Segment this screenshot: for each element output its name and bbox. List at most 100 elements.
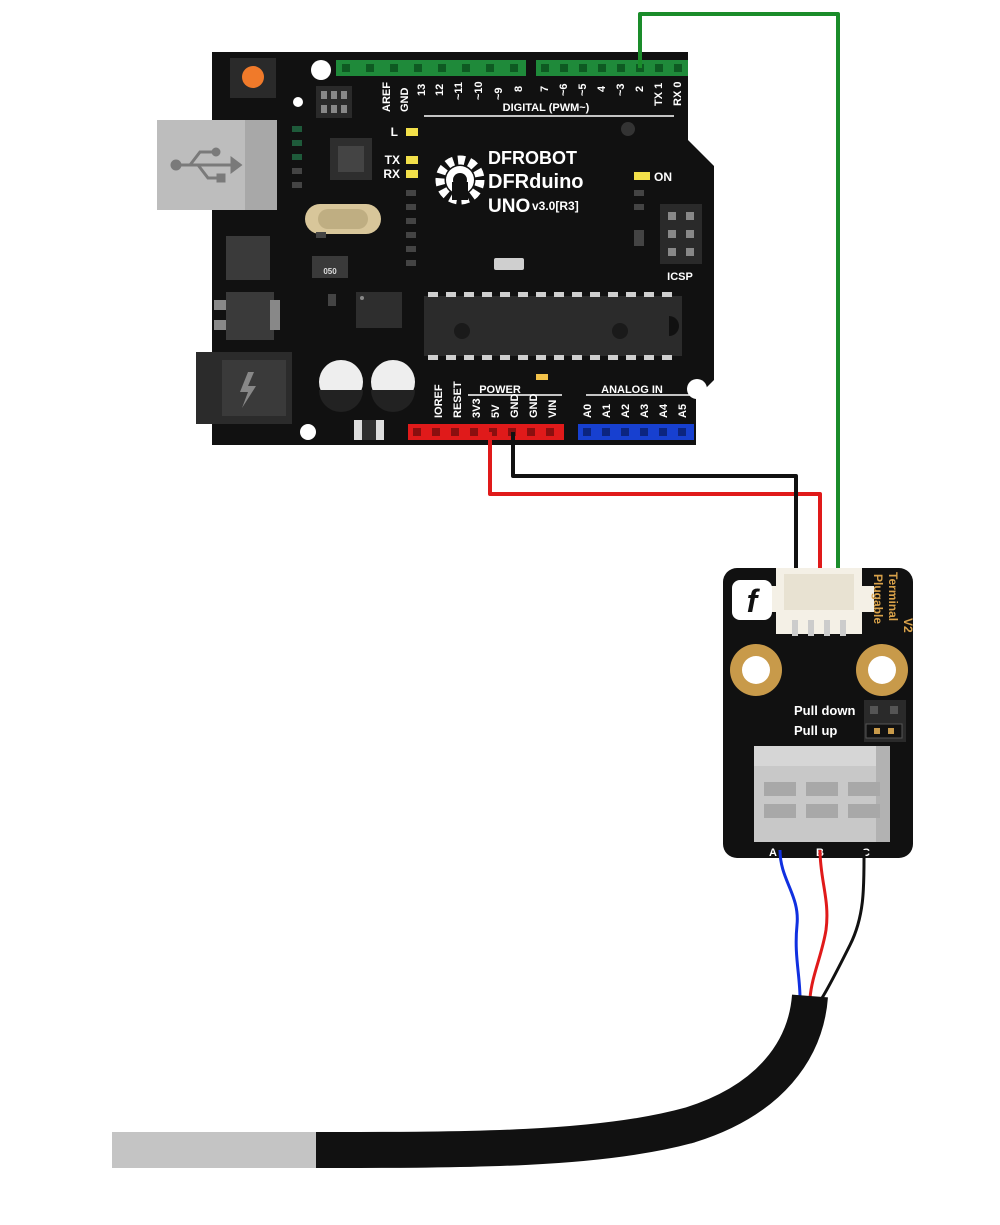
mounting-pad [730, 644, 782, 696]
pin-label: 8 [513, 86, 525, 92]
pin-label: 12 [434, 84, 446, 96]
regulator [226, 292, 274, 340]
terminal-module: f Plugable Terminal V2 Pull down Pull up [723, 568, 915, 859]
pin-label: RESET [452, 381, 464, 418]
pin-label: 7 [539, 86, 551, 92]
module-title-line2: Terminal [886, 572, 900, 621]
cable-jacket [314, 994, 828, 1168]
gear-logo-icon [435, 155, 485, 205]
pin-label: 2 [634, 86, 646, 92]
model-label: DFRduino [488, 171, 584, 193]
led-on [634, 172, 650, 180]
pin-label: ~6 [558, 83, 570, 96]
pin-label: GND [399, 88, 411, 113]
pin-label: GND [509, 394, 521, 419]
capacitor [371, 360, 415, 412]
pin-label: ~9 [493, 87, 505, 100]
reset-button [230, 58, 276, 98]
lightning-icon [240, 372, 256, 408]
usb-chip [330, 138, 372, 180]
pin-label: ~5 [577, 83, 589, 96]
pull-down-label: Pull down [794, 703, 855, 718]
pin-label: ~10 [473, 81, 485, 100]
sensor-cable [112, 849, 866, 1168]
power-wire-red [488, 432, 822, 572]
pin-label: A4 [658, 403, 670, 418]
pin-label: A5 [677, 404, 689, 418]
pin-label: GND [528, 394, 540, 419]
pin-label: 13 [416, 84, 428, 96]
mounting-hole [293, 97, 303, 107]
sensor-wire-red [808, 849, 829, 999]
brand-label: DFROBOT [488, 148, 577, 168]
pin-label: RX 0 [672, 82, 684, 106]
dfrobot-f-icon: f [732, 580, 772, 620]
led-rx-label: RX [383, 167, 400, 181]
pin-label: A3 [639, 404, 651, 418]
op-amp-chip [356, 292, 402, 328]
analog-label: ANALOG IN [601, 384, 663, 396]
led-rx [406, 170, 418, 178]
pin-label: ~3 [615, 83, 627, 96]
smd-components [292, 126, 644, 440]
mounting-hole [300, 424, 316, 440]
mounting-hole [311, 60, 331, 80]
pin-label: AREF [381, 82, 393, 112]
pull-jumper [864, 700, 906, 742]
led-l [406, 128, 418, 136]
mounting-hole [621, 122, 635, 136]
analog-header [578, 424, 694, 440]
arduino-board: 050 ICSP L TX RX [157, 52, 714, 445]
version-label: v3.0[R3] [532, 199, 579, 213]
pin-label: 4 [596, 85, 608, 92]
digital-header-left [336, 60, 526, 76]
capacitor [319, 360, 363, 412]
led-tx [406, 156, 418, 164]
module-title-line3: V2 [901, 618, 915, 633]
digital-header-right [536, 60, 688, 76]
pin-label: A1 [601, 404, 613, 418]
small-chip: 050 [312, 256, 348, 278]
led-tx-label: TX [385, 153, 400, 167]
dc-jack [196, 352, 292, 424]
pin-label: ~11 [453, 82, 465, 100]
uno-label: UNO [488, 196, 530, 217]
module-title-line1: Plugable [871, 574, 885, 624]
icsp-label: ICSP [667, 271, 693, 283]
icsp-header [660, 204, 702, 264]
usb-icon [170, 147, 243, 183]
icsp-header-left [316, 86, 352, 118]
on-label: ON [654, 170, 672, 184]
pin-label: VIN [547, 400, 559, 418]
mounting-hole [687, 379, 707, 399]
power-label: POWER [479, 384, 521, 396]
ground-wire-black [511, 432, 798, 572]
crystal-label: 050 [323, 267, 337, 276]
sensor-probe [112, 1132, 316, 1168]
digital-label: DIGITAL (PWM~) [503, 102, 590, 114]
regulator [226, 236, 270, 280]
usb-connector [157, 120, 277, 210]
sensor-wire-blue [778, 849, 802, 999]
atmega-chip [424, 292, 682, 360]
pin-label: TX 1 [653, 83, 665, 106]
pin-label: 3V3 [471, 398, 483, 418]
terminal-label-a: A [769, 847, 777, 859]
wires [488, 12, 840, 572]
svg-text:f: f [747, 583, 761, 619]
jst-connector [764, 568, 874, 636]
pin-label: A2 [620, 404, 632, 418]
mounting-pad [856, 644, 908, 696]
terminal-label-c: C [862, 847, 870, 859]
pin-label: A0 [582, 404, 594, 418]
power-header [408, 424, 564, 440]
pin-label: IOREF [433, 384, 445, 418]
pin-label: 5V [490, 404, 502, 418]
pull-up-label: Pull up [794, 723, 837, 738]
signal-wire-green [638, 12, 840, 572]
led-l-label: L [391, 125, 398, 139]
screw-terminal [754, 746, 890, 842]
sensor-wire-black [820, 849, 866, 999]
